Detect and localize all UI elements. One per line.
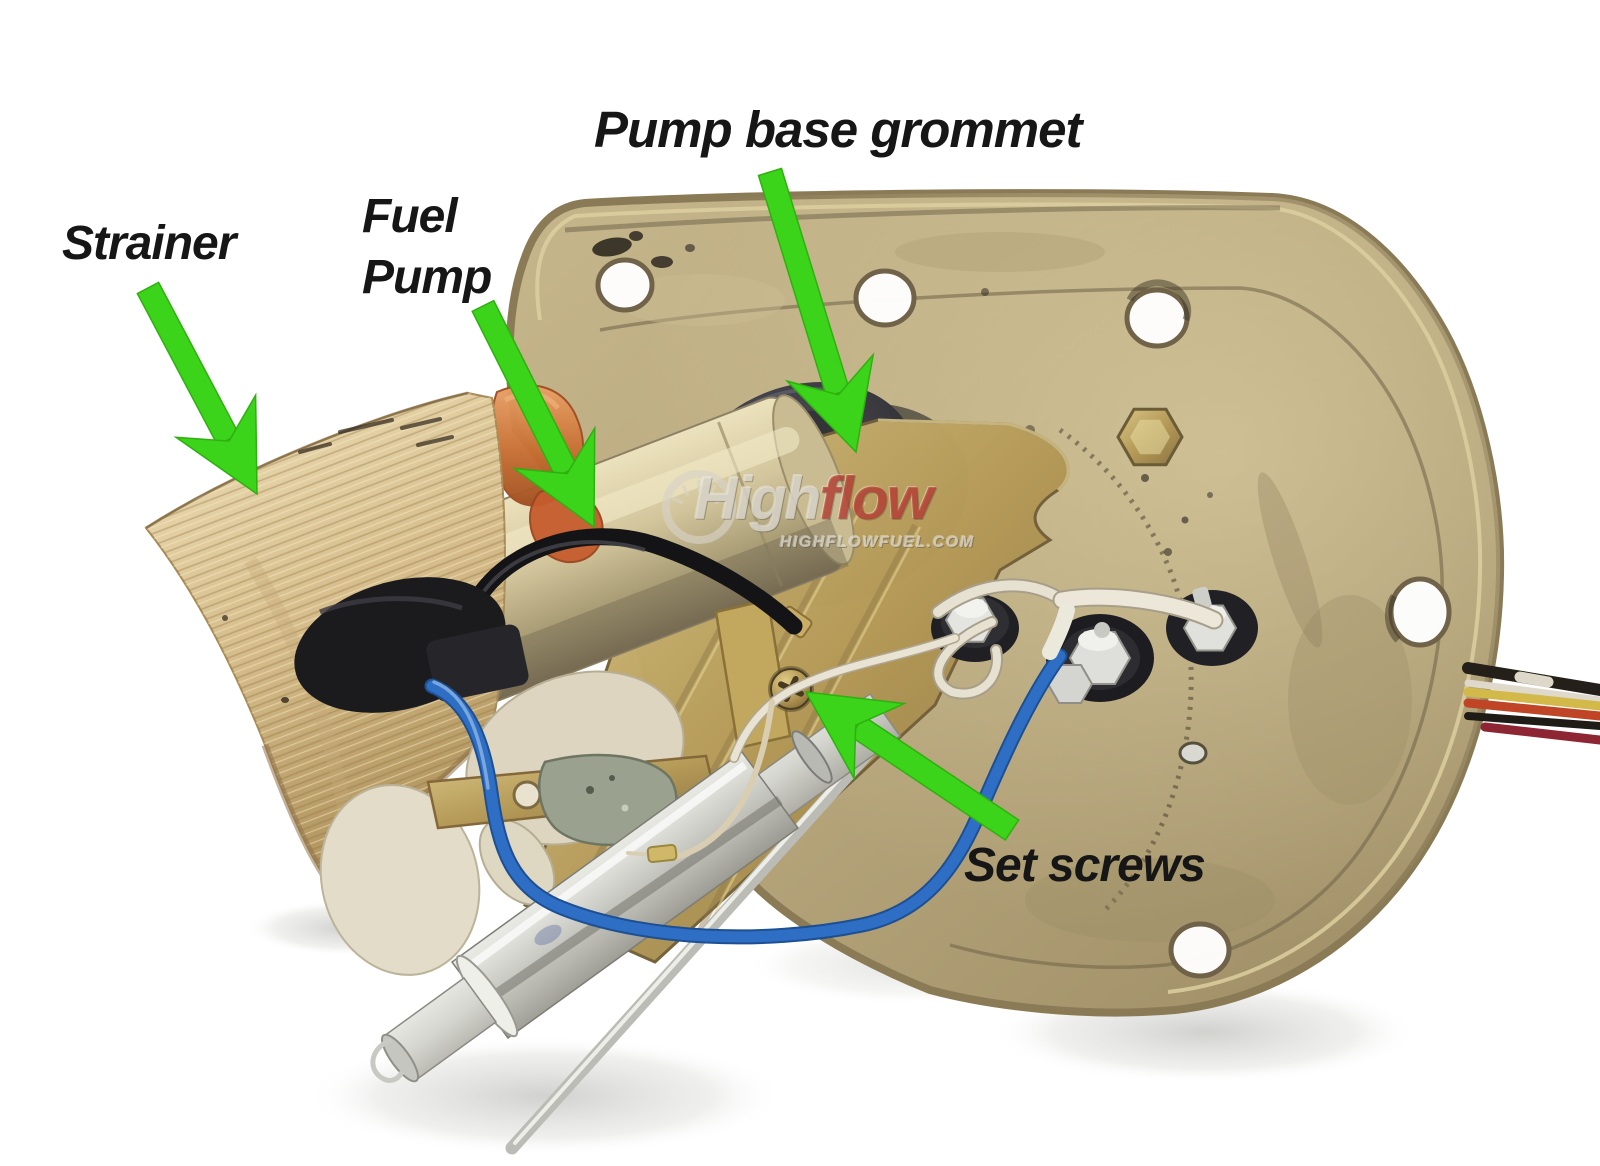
watermark-domain: HIGHFLOWFUEL.COM xyxy=(780,534,975,551)
bolt-holes xyxy=(595,257,1452,979)
plate-rim-highlight xyxy=(535,202,1483,994)
watermark-high: High xyxy=(694,465,821,532)
rivet xyxy=(1178,741,1208,765)
wire-crimp xyxy=(646,843,678,864)
label-pump-base-grommet: Pump base grommet xyxy=(594,101,1082,158)
tip-bail-wire xyxy=(370,1037,405,1083)
watermark-flow: flow xyxy=(819,465,933,532)
label-strainer: Strainer xyxy=(62,217,236,270)
hex-bolt xyxy=(1116,407,1184,467)
black-wire xyxy=(461,528,813,639)
watermark-brand: Highflow xyxy=(694,464,933,533)
watermark-gauge-icon xyxy=(662,470,736,544)
label-fuel-pump-line2: Pump xyxy=(362,251,492,305)
label-set-screws: Set screws xyxy=(964,839,1206,892)
watermark: Highflow HIGHFLOWFUEL.COM xyxy=(656,462,1016,572)
white-jumper-wires xyxy=(626,578,1224,861)
connector-boot xyxy=(294,577,529,713)
label-fuel-pump-line1: Fuel xyxy=(362,190,458,243)
harness-wires xyxy=(1462,662,1600,745)
